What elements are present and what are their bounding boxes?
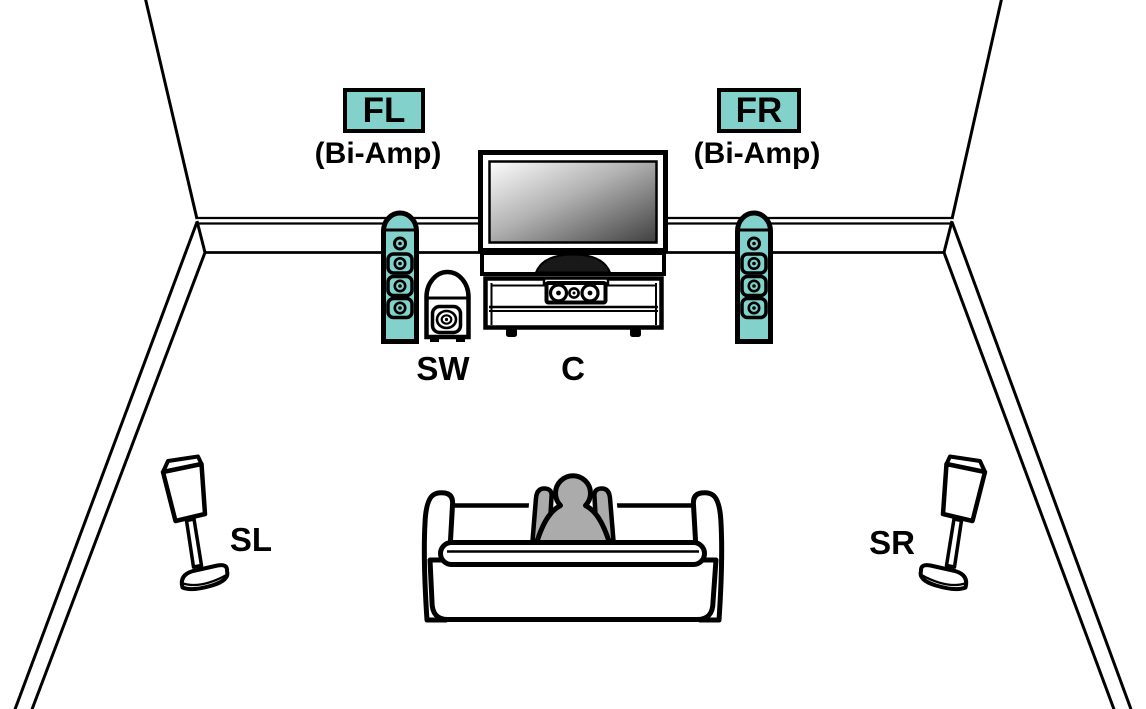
front-left-biamp-note: (Bi-Amp) <box>314 137 442 170</box>
stand-feet <box>506 329 641 337</box>
sofa <box>421 490 725 623</box>
center-speaker <box>542 277 610 305</box>
front-right-biamp-note: (Bi-Amp) <box>693 137 821 170</box>
front-left-tower-speaker <box>381 210 419 344</box>
listener-body <box>534 473 612 546</box>
front-right-tower-speaker <box>738 213 771 342</box>
sofa-base <box>427 557 719 622</box>
surround-left-label: SL <box>229 521 273 558</box>
front-left-tag: FL <box>343 88 425 133</box>
sofa-cushion <box>438 540 707 567</box>
surround-right-label: SR <box>869 524 915 561</box>
subwoofer-speaker <box>424 269 471 342</box>
tv <box>478 150 668 253</box>
subwoofer-label: SW <box>416 350 470 387</box>
surround-right-speaker <box>921 457 985 590</box>
listener <box>526 469 620 550</box>
center-label: C <box>561 350 585 387</box>
tv-screen <box>488 160 658 244</box>
tv-pedestal <box>534 253 612 274</box>
front-right-tag: FR <box>717 88 801 133</box>
subwoofer-feet <box>430 337 465 342</box>
surround-left-speaker <box>160 454 230 592</box>
